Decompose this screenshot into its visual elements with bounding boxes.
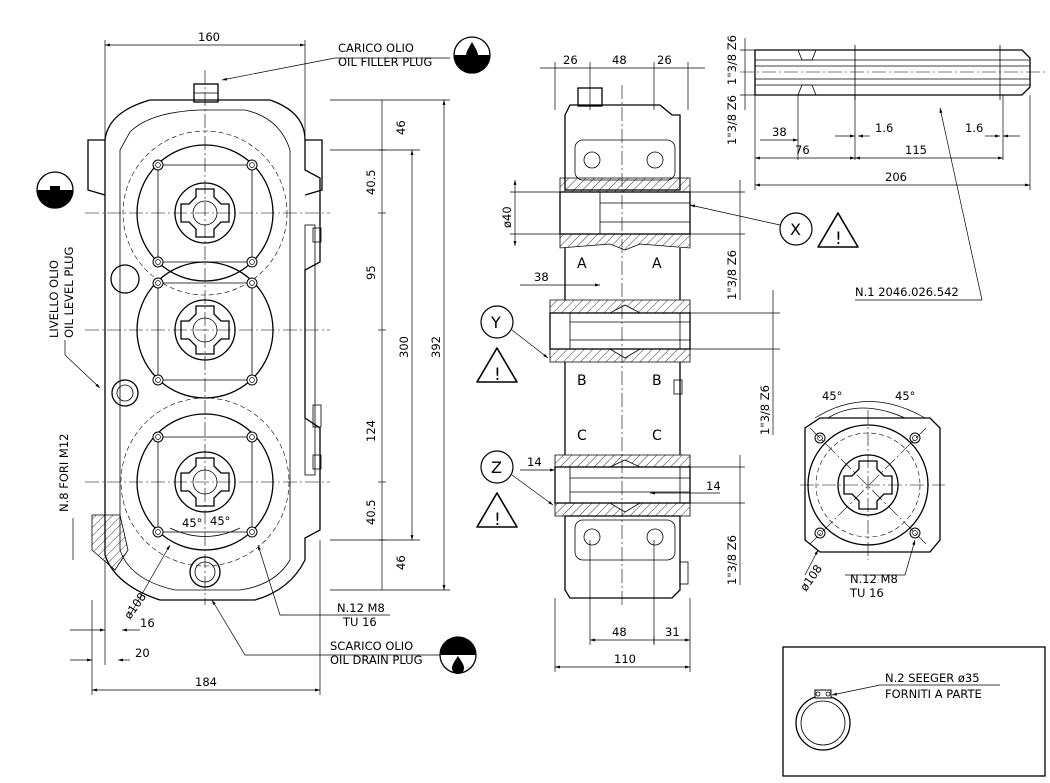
side-dim-26-right: 26	[657, 53, 672, 67]
callout-y: Y !	[476, 305, 549, 385]
oil-drain-label-en: OIL DRAIN PLUG	[330, 653, 423, 667]
section-c-right: C	[652, 428, 662, 444]
spline-z6-b: 1"3/8 Z6	[758, 385, 772, 435]
oil-level-label-en: OIL LEVEL PLUG	[62, 247, 76, 338]
section-b-left: B	[577, 373, 587, 389]
dim-300: 300	[397, 336, 411, 358]
flange-angle-right: 45°	[895, 389, 915, 403]
shaft-view	[740, 45, 1048, 100]
callout-z: Z !	[476, 450, 554, 530]
dim-46-bottom: 46	[394, 555, 408, 570]
section-a-left: A	[577, 256, 587, 272]
side-dim-38: 38	[534, 270, 549, 284]
side-dim-48: 48	[612, 53, 627, 67]
oil-drain-icon	[439, 636, 477, 674]
front-view	[85, 70, 330, 605]
shaft-dim-1-6-left: 1.6	[875, 121, 893, 135]
dim-20: 20	[135, 646, 150, 660]
callout-x: X !	[689, 204, 859, 249]
dim-40-5-top: 40.5	[364, 169, 378, 195]
flange-angle-left: 45°	[822, 389, 842, 403]
side-dim-14-right: 14	[706, 479, 721, 493]
angle-45-right: 45°	[210, 514, 230, 528]
front-bolts-label: N.12 M8	[337, 601, 385, 615]
front-dimensions: 160 184 16 20 46 40.5 95 124 40.5 46 300…	[70, 30, 450, 695]
shaft-dim-1-6-right: 1.6	[965, 121, 983, 135]
dim-16: 16	[140, 616, 155, 630]
warning-mark-x: !	[835, 229, 842, 249]
dim-46-top: 46	[394, 120, 408, 135]
spline-z6-c: 1"3/8 Z6	[725, 535, 739, 585]
side-dim-26-left: 26	[563, 53, 578, 67]
oil-filler-label-it: CARICO OLIO	[338, 41, 414, 55]
shaft-dimensions: 1"3/8 Z6 1"3/8 Z6 38 1.6 1.6 76 115 206 …	[725, 35, 1031, 301]
seeger-label-2: FORNITI A PARTE	[885, 687, 982, 701]
oil-filler-icon	[453, 36, 491, 74]
svg-text:Z: Z	[491, 458, 502, 477]
seeger-label-1: N.2 SEEGER ø35	[885, 671, 980, 685]
flange-view	[800, 407, 945, 560]
shaft-part-number: N.1 2046.026.542	[855, 285, 959, 299]
oil-level-label-it: LIVELLO OLIO	[47, 260, 61, 338]
front-bolts-depth: TU 16	[342, 615, 377, 629]
oil-filler-label-en: OIL FILLER PLUG	[338, 55, 432, 69]
angle-45-left: 45°	[182, 516, 202, 530]
dim-160: 160	[198, 30, 220, 44]
svg-text:Y: Y	[490, 313, 501, 332]
side-view: A A B B C C	[549, 85, 691, 605]
shaft-dim-115: 115	[905, 143, 927, 157]
dim-184: 184	[195, 675, 217, 689]
warning-mark-z: !	[494, 510, 501, 530]
dim-40-5-bottom: 40.5	[364, 499, 378, 525]
dim-392: 392	[429, 336, 443, 358]
section-a-right: A	[652, 256, 662, 272]
spline-z6-a: 1"3/8 Z6	[725, 250, 739, 300]
flange-bolts-depth: TU 16	[849, 586, 884, 600]
oil-drain-label-it: SCARICO OLIO	[330, 639, 413, 653]
spline-z6-e: 1"3/8 Z6	[725, 95, 739, 145]
holes-m12-label: N.8 FORI M12	[57, 434, 71, 513]
oil-level-icon	[36, 171, 74, 209]
front-labels: CARICO OLIO OIL FILLER PLUG LIVELLO OLIO…	[36, 36, 491, 674]
shaft-dim-206: 206	[885, 170, 907, 184]
side-dim-14-left: 14	[527, 455, 542, 469]
warning-mark-y: !	[494, 365, 501, 385]
section-c-left: C	[577, 428, 587, 444]
side-housing-outline	[564, 104, 681, 191]
spline-z6-d: 1"3/8 Z6	[725, 35, 739, 85]
seeger-note-box: N.2 SEEGER ø35 FORNITI A PARTE	[782, 646, 1046, 777]
section-b-right: B	[652, 373, 662, 389]
side-dim-110: 110	[614, 652, 636, 666]
shaft-dim-76: 76	[795, 143, 810, 157]
flange-pcd: ø108	[797, 562, 825, 594]
shaft-dim-38: 38	[772, 125, 787, 139]
side-dim-48-bottom: 48	[612, 625, 627, 639]
side-dim-40: ø40	[500, 206, 514, 228]
dim-95: 95	[364, 265, 378, 280]
side-dim-31: 31	[665, 625, 680, 639]
svg-text:X: X	[790, 220, 801, 239]
side-dimensions: 26 48 26 ø40 38 1"3/8 Z6 1"3/8 Z6 1"3/8 …	[500, 53, 780, 672]
flange-bolts-label: N.12 M8	[850, 572, 898, 586]
dim-124: 124	[364, 420, 378, 442]
